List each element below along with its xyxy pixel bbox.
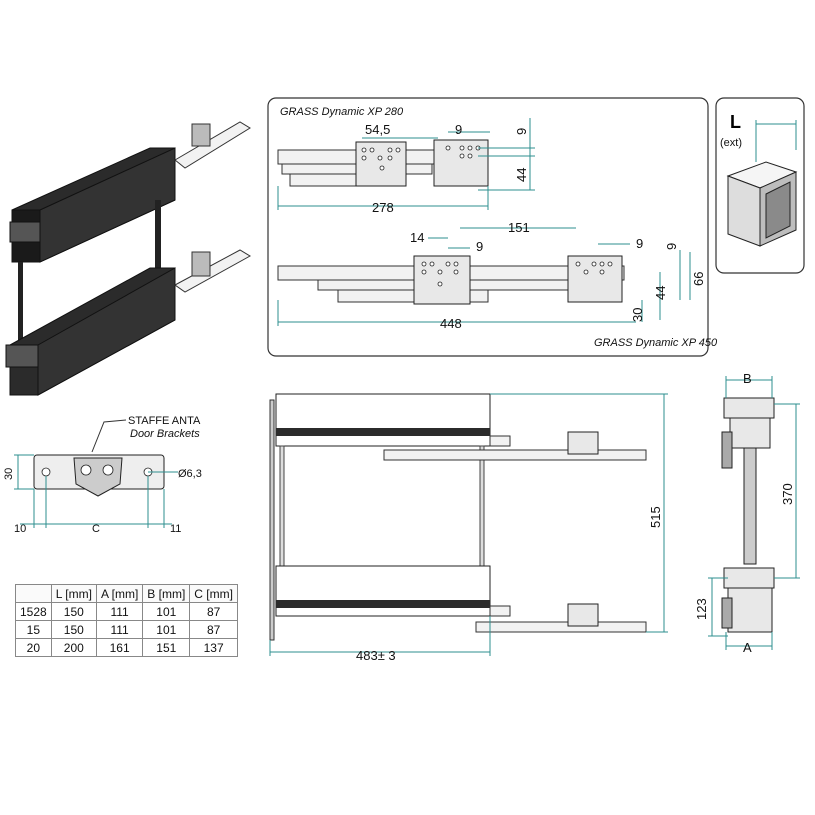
bracket-title: STAFFE ANTA	[128, 415, 201, 427]
side-height-upper: 370	[780, 483, 795, 505]
spec-cell: 200	[50, 638, 97, 657]
cabinet-panel: L (ext)	[715, 97, 805, 274]
bracket-hole: Ø6,3	[178, 468, 202, 480]
bracket-subtitle: Door Brackets	[130, 428, 200, 440]
table-row: 20 200 161 151 137	[15, 638, 238, 657]
bracket-height: 30	[3, 468, 15, 480]
cabinet-box-icon	[726, 161, 798, 247]
spec-header-b: B [mm]	[142, 584, 191, 603]
cabinet-label: L	[730, 112, 741, 132]
spec-cell: 20	[15, 638, 52, 657]
bracket-center: C	[92, 523, 100, 535]
xp450-dim-8: 30	[630, 308, 645, 322]
xp450-dim-3: 151	[508, 220, 530, 235]
xp450-dim-7: 44	[653, 286, 668, 300]
front-height: 515	[648, 506, 663, 528]
door-bracket: STAFFE ANTA Door Brackets 30 Ø6,3 10 C 1…	[3, 415, 202, 535]
side-view: B 370 123 A	[694, 371, 800, 655]
xp450-holes	[421, 261, 613, 287]
spec-header-row: L [mm] A [mm] B [mm] C [mm]	[15, 584, 238, 603]
spec-cell: 87	[189, 620, 238, 639]
spec-cell: 151	[142, 638, 191, 657]
slide-panel: GRASS Dynamic XP 280 GRASS Dynamic XP 45…	[267, 97, 718, 357]
spec-cell: 111	[95, 620, 144, 639]
xp280-dim-1: 54,5	[365, 122, 390, 137]
side-bottom: A	[743, 640, 752, 655]
xp280-holes	[361, 145, 481, 171]
front-view: 483± 3 515	[269, 393, 668, 663]
spec-header-a: A [mm]	[95, 584, 144, 603]
xp280-dim-2: 9	[455, 122, 462, 137]
xp450-dim-4: 9	[636, 236, 643, 251]
xp450-dim-6: 66	[691, 272, 706, 286]
spec-header-l: L [mm]	[50, 584, 97, 603]
spec-cell: 1528	[15, 602, 52, 621]
xp280-dim-4: 44	[514, 168, 529, 182]
xp280-title: GRASS Dynamic XP 280	[280, 106, 404, 118]
front-width: 483± 3	[356, 648, 396, 663]
spec-cell: 150	[50, 620, 97, 639]
xp280-dim-3: 9	[514, 128, 529, 135]
spec-cell: 111	[95, 602, 144, 621]
xp450-length: 448	[440, 316, 462, 331]
spec-cell: 101	[142, 620, 191, 639]
spec-cell: 137	[189, 638, 238, 657]
spec-cell: 87	[189, 602, 238, 621]
bracket-right-offset: 11	[170, 523, 181, 535]
spec-cell: 101	[142, 602, 191, 621]
xp450-dim-1: 14	[410, 230, 424, 245]
product-render	[5, 121, 252, 396]
xp280-length: 278	[372, 200, 394, 215]
xp450-dim-5: 9	[664, 243, 679, 250]
cabinet-sublabel: (ext)	[720, 137, 742, 149]
xp450-dim-2: 9	[476, 239, 483, 254]
spec-cell: 15	[15, 620, 52, 639]
spec-header-c: C [mm]	[189, 584, 238, 603]
spec-header-blank	[15, 584, 52, 603]
table-row: 1528 150 111 101 87	[15, 602, 238, 621]
spec-cell: 161	[95, 638, 144, 657]
bracket-left-offset: 10	[14, 523, 26, 535]
xp450-title: GRASS Dynamic XP 450	[594, 337, 718, 349]
table-row: 15 150 111 101 87	[15, 620, 238, 639]
spec-cell: 150	[50, 602, 97, 621]
side-height-lower: 123	[694, 598, 709, 620]
spec-table: L [mm] A [mm] B [mm] C [mm] 1528 150 111…	[15, 584, 238, 657]
side-top: B	[743, 371, 752, 386]
